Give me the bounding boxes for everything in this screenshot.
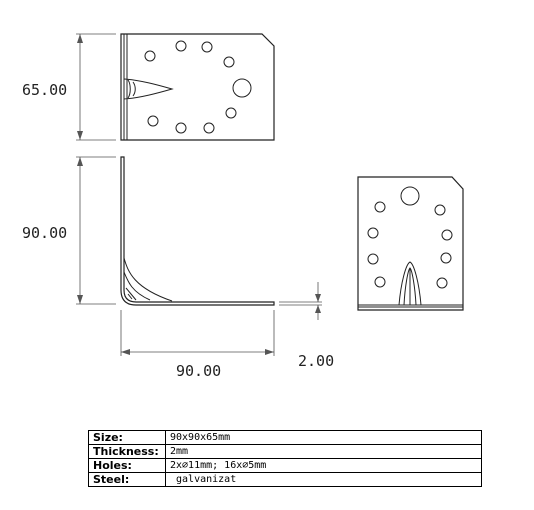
hole: [434, 204, 446, 216]
spec-row-steel: Steel: galvanizat: [88, 472, 482, 487]
front-view: [357, 176, 464, 311]
spec-value: galvanizat: [165, 472, 482, 487]
dim-height-top: 65.00: [22, 81, 67, 99]
hole: [203, 122, 215, 134]
spec-row-size: Size: 90x90x65mm: [88, 430, 482, 445]
hole: [175, 122, 187, 134]
dim-height-side: 90.00: [22, 224, 67, 242]
hole: [201, 41, 213, 53]
hole: [367, 253, 379, 265]
spec-value: 90x90x65mm: [165, 430, 482, 445]
spec-row-holes: Holes: 2x∅11mm; 16x∅5mm: [88, 458, 482, 473]
spec-label: Holes:: [88, 458, 166, 473]
hole-large: [232, 78, 252, 98]
spec-label: Thickness:: [88, 444, 166, 459]
dimension-lines: [76, 33, 322, 356]
spec-value: 2mm: [165, 444, 482, 459]
technical-drawing: 65.00 90.00 90.00 2.00: [22, 33, 464, 380]
dim-width: 90.00: [176, 362, 221, 380]
dimension-arrows: [77, 34, 321, 355]
spec-row-thickness: Thickness: 2mm: [88, 444, 482, 459]
hole: [374, 276, 386, 288]
hole: [367, 227, 379, 239]
hole-large: [400, 186, 420, 206]
hole: [374, 201, 386, 213]
side-view: [120, 156, 275, 306]
spec-value: 2x∅11mm; 16x∅5mm: [165, 458, 482, 473]
spec-label: Size:: [88, 430, 166, 445]
hole: [225, 107, 237, 119]
hole: [440, 252, 452, 264]
top-view: [120, 33, 275, 141]
hole: [175, 40, 187, 52]
hole: [223, 56, 235, 68]
spec-label: Steel:: [88, 472, 166, 487]
hole: [441, 229, 453, 241]
hole: [436, 277, 448, 289]
hole: [147, 115, 159, 127]
spec-table: Size: 90x90x65mm Thickness: 2mm Holes: 2…: [88, 430, 482, 487]
dim-thickness: 2.00: [298, 352, 334, 370]
hole: [144, 50, 156, 62]
